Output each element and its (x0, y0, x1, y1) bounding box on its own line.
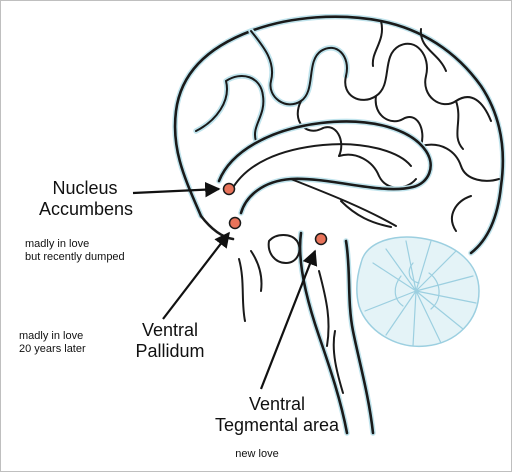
note-20-years-later: 20 years later (19, 344, 86, 355)
label-ventral-2: Ventral (197, 395, 357, 413)
arrow-ventral-pallidum (163, 233, 229, 319)
corpus-callosum (219, 121, 431, 227)
label-accumbens: Accumbens (31, 200, 141, 218)
label-tegmental-area: Tegmental area (187, 416, 367, 434)
arrow-nucleus-accumbens (133, 189, 219, 193)
label-ventral-1: Ventral (125, 321, 215, 339)
note-recently-dumped: but recently dumped (25, 252, 125, 263)
note-madly-in-love-2: madly in love (19, 331, 83, 342)
arrow-ventral-tegmental (261, 251, 315, 389)
note-madly-in-love-1: madly in love (25, 239, 89, 250)
label-nucleus: Nucleus (35, 179, 135, 197)
ventral-tegmental-marker (316, 234, 327, 245)
note-new-love: new love (207, 449, 307, 460)
cerebellum (357, 237, 479, 346)
ventral-pallidum-marker (230, 218, 241, 229)
label-pallidum: Pallidum (125, 342, 215, 360)
nucleus-accumbens-marker (224, 184, 235, 195)
